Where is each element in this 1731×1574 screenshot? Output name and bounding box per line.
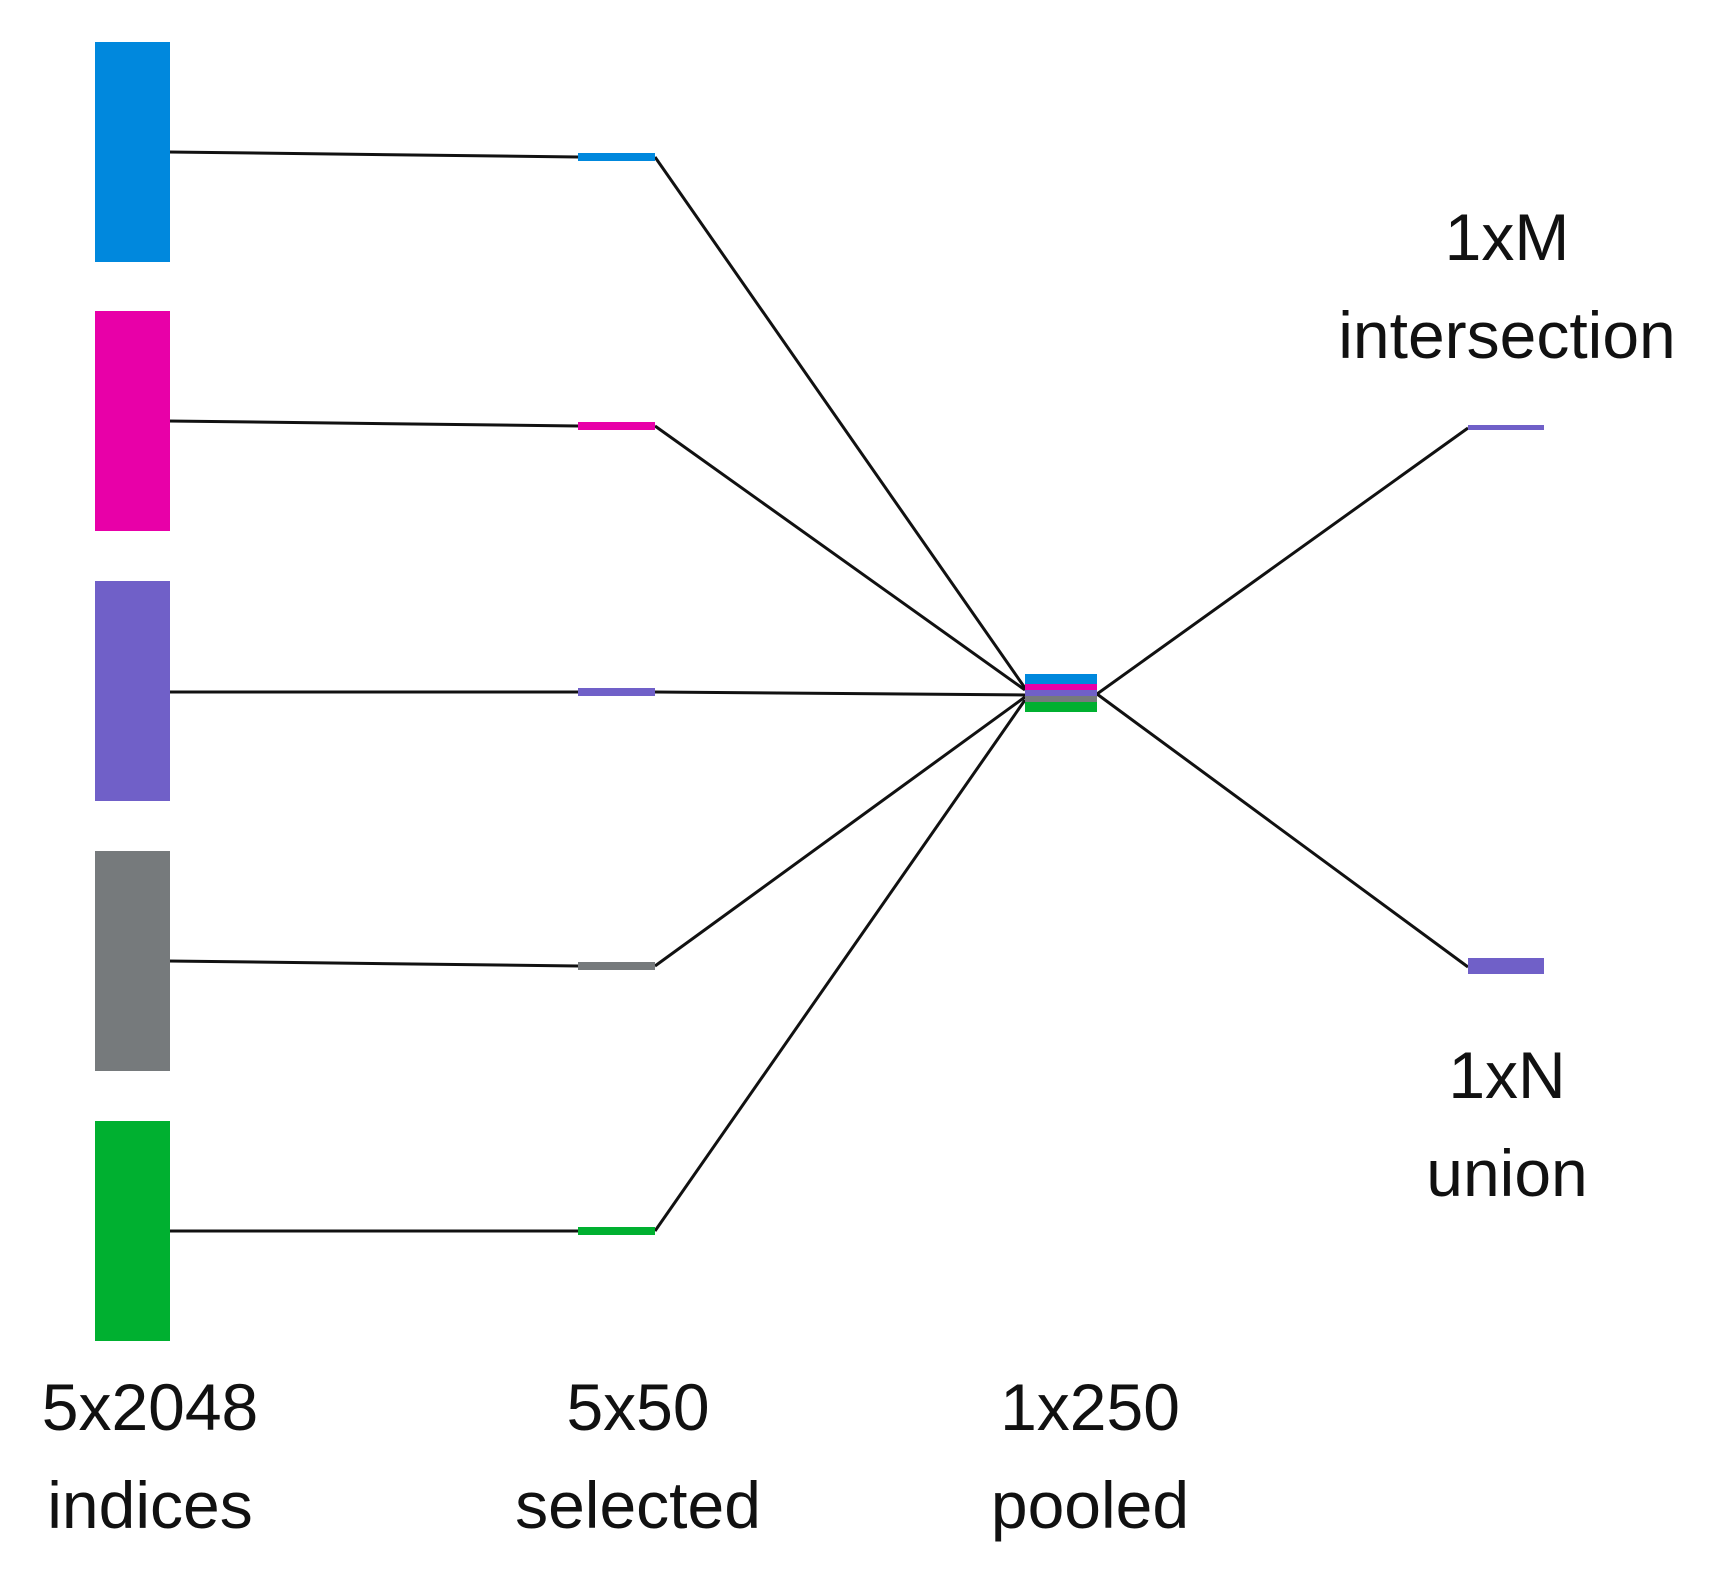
intersection-dimension-label: 1xM [1445,200,1570,274]
pooled-name-label: pooled [991,1468,1189,1542]
connector-pooled-to-intersection [1096,426,1469,696]
intersection-name-label: intersection [1338,298,1676,372]
selected-dimension-label: 5x50 [566,1370,709,1444]
connector-gray-selected-to-pooled [654,695,1026,968]
pooled-segment-green [1025,702,1097,712]
pooled-segment-blue [1025,674,1097,684]
labels: 5x2048 indices 5x50 selected 1x250 poole… [42,200,1676,1542]
connector-purple-selected-to-pooled [654,690,1026,697]
connector-magenta-selected-to-pooled [654,424,1026,692]
index-blocks [95,42,170,1341]
selected-bar-gray [578,962,655,970]
connector-blue-index-to-selected [167,150,579,159]
selected-bar-purple [578,688,655,696]
intersection-bar [1468,425,1544,430]
selected-bars [578,153,655,1235]
connector-gray-index-to-selected [167,959,579,968]
pooled-dimension-label: 1x250 [1000,1370,1180,1444]
connector-pooled-to-union [1096,692,1469,969]
indices-name-label: indices [47,1468,252,1542]
connector-blue-selected-to-pooled [653,156,1027,689]
index-block-purple [95,581,170,801]
union-name-label: union [1426,1136,1588,1210]
union-bar [1468,958,1544,974]
connector-lines [167,150,1469,1233]
index-block-green [95,1121,170,1341]
pooled-segment-gray [1025,696,1097,702]
selected-bar-magenta [578,422,655,430]
selected-bar-blue [578,153,655,161]
selected-bar-green [578,1227,655,1235]
selected-name-label: selected [515,1468,761,1542]
index-block-blue [95,42,170,262]
index-block-gray [95,851,170,1071]
union-dimension-label: 1xN [1448,1038,1565,1112]
connector-magenta-index-to-selected [167,419,579,428]
index-block-magenta [95,311,170,531]
indices-dimension-label: 5x2048 [42,1370,259,1444]
pooled-segment-magenta [1025,684,1097,690]
pooled-segment-purple [1025,690,1097,696]
pooled-stack [1025,674,1097,712]
connector-green-selected-to-pooled [653,699,1027,1232]
